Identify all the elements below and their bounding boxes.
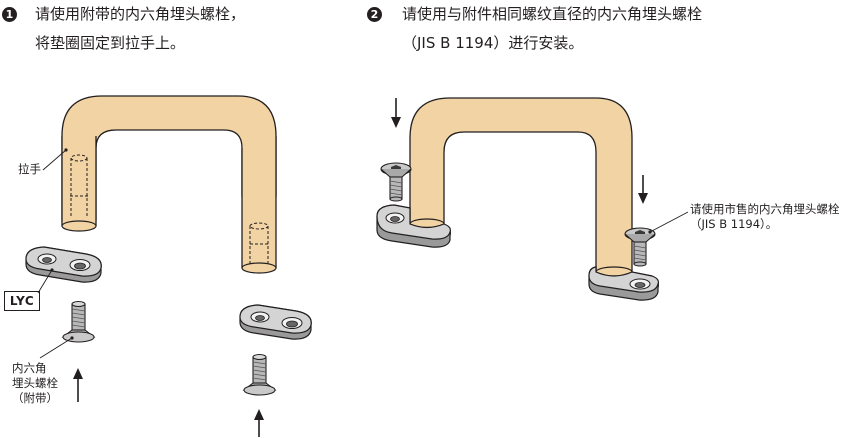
bolt-commercial-left [380, 162, 412, 202]
handle-leader-line [42, 149, 67, 171]
included-bolt-label-line-1: 内六角 [12, 361, 47, 375]
step-2-number: 2 [367, 7, 382, 22]
included-bolt-label: 内六角 埋头螺栓 （附带） [12, 361, 58, 406]
included-bolt-label-line-3: （附带） [12, 391, 58, 405]
washer-attached-left [376, 204, 451, 248]
lyc-leader-line [37, 269, 53, 294]
lyc-badge: LYC [4, 291, 40, 311]
step-2-instruction: 2 请使用与附件相同螺纹直径的内六角埋头螺栓 （JIS B 1194）进行安装。 [367, 0, 847, 58]
step-1-line-1: 请使用附带的内六角埋头螺栓， [35, 5, 246, 23]
commercial-bolt-label-line-2: （JIS B 1194）。 [690, 217, 778, 231]
handle-left-assembly [61, 95, 277, 274]
included-bolt-label-line-2: 埋头螺栓 [12, 376, 58, 390]
commercial-bolt-label: 请使用市售的内六角埋头螺栓 （JIS B 1194）。 [690, 202, 840, 232]
step-1-line-2: 将垫圈固定到拉手上。 [35, 34, 186, 52]
included-bolt-leader-line [39, 337, 73, 359]
handle-label: 拉手 [18, 162, 41, 176]
bolt-included-right [242, 354, 277, 396]
washer-attached-right [588, 266, 659, 301]
step-1-number: 1 [2, 7, 17, 22]
step-1-instruction: 1 请使用附带的内六角埋头螺栓， 将垫圈固定到拉手上。 [2, 0, 362, 58]
bolt-commercial-right [624, 227, 656, 267]
bolt-included-left [61, 301, 96, 343]
commercial-bolt-leader-line [649, 211, 689, 233]
commercial-bolt-label-line-1: 请使用市售的内六角埋头螺栓 [690, 202, 840, 216]
washer-left [25, 246, 102, 283]
washer-right [239, 304, 312, 340]
handle-right-assembly [409, 97, 633, 278]
step-2-line-2: （JIS B 1194）进行安装。 [402, 34, 584, 52]
step-2-line-1: 请使用与附件相同螺纹直径的内六角埋头螺栓 [402, 5, 703, 23]
